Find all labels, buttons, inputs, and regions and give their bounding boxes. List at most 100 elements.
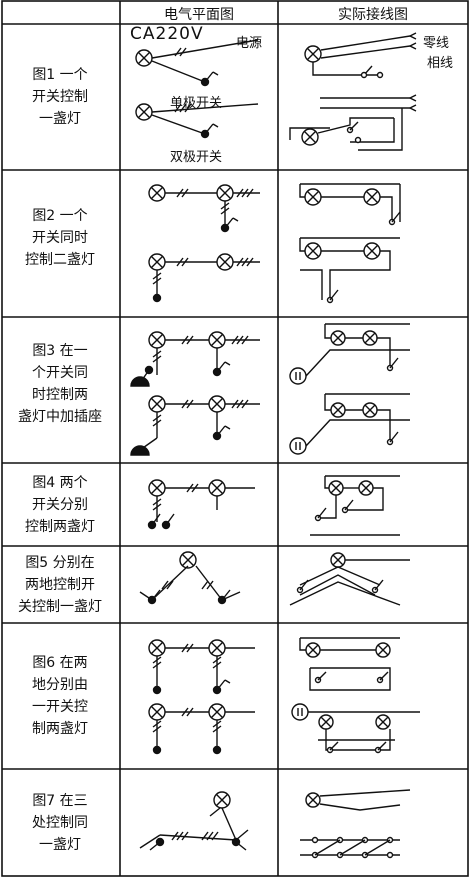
wire-tick [191,483,199,493]
wire-tick [212,725,222,733]
wire [151,39,259,59]
wire-tick [161,580,169,590]
terminal [311,836,319,844]
wire-tick [152,272,162,280]
wire-tick [231,399,239,409]
wire-tick [181,335,189,345]
lamp-cross [210,481,224,495]
row-label-4: 图4 两个 开关分别 控制两盏灯 [25,475,95,535]
wire [195,565,223,601]
lamp-cross [137,105,151,119]
switch-lever [212,71,219,76]
terminal [376,71,384,79]
wire-tick [241,399,249,409]
lamp-cross [360,482,372,494]
lamp-cross [150,481,164,495]
switch-lever [391,211,401,223]
source-label: 电源 [236,36,263,51]
phase-label: 相线 [427,56,454,71]
wire-tick [246,188,254,198]
terminal [360,71,368,79]
row-label-1: 图1 一个 开关控制 一盏灯 [32,67,88,127]
switch-lever [232,217,239,222]
wire-tick [152,498,162,506]
wire [319,803,401,811]
wire-tick [181,831,189,841]
wire-tick [186,399,194,409]
wire-tick [176,188,184,198]
wire [151,565,189,601]
lamp-cross [377,716,389,728]
meter-icon [289,437,307,455]
wire-tick [152,720,162,728]
switch-lever [224,425,231,430]
single-pole-label: 单极开关 [170,96,223,111]
lamp-cross [150,397,164,411]
lamp-cross [320,716,332,728]
wire-tick [201,580,209,590]
wire [319,789,411,797]
lamp-cross [303,130,317,144]
wire-tick [206,831,214,841]
wire-tick [231,335,239,345]
wire [299,566,381,586]
header-wiring: 实际接线图 [338,7,408,23]
switch-lever [379,671,389,681]
lamp-cross [306,190,320,204]
switch-lever [221,589,231,601]
wire [299,184,305,198]
wire-tick [152,355,162,363]
wire-tick [171,831,179,841]
wire-tick [212,661,222,669]
row-label-5: 图5 分别在 两地控制开 关控制一盏灯 [18,555,102,615]
wire-tick [241,335,249,345]
wire-tick [166,580,174,590]
arrow [408,94,417,102]
wire-tick [211,831,219,841]
wire-tick [220,207,230,215]
terminal [386,851,394,859]
wire-tick [179,103,187,113]
wire-tick [176,831,184,841]
lamp-cross [330,482,342,494]
lamp-cross [150,333,164,347]
wire-tick [152,277,162,285]
wire-tick [236,399,244,409]
wire-tick [186,707,194,717]
wire [235,841,247,851]
lamp-cross [215,793,229,807]
wire-tick [212,656,222,664]
wire [350,118,395,143]
lamp-cross [150,186,164,200]
wire-tick [184,103,192,113]
wire [320,45,411,59]
lamp-cross [365,190,379,204]
wire-tick [201,831,209,841]
wire-tick [152,414,162,422]
wire [324,476,329,489]
wire-tick [174,47,182,57]
row-label-2: 图2 一个 开关同时 控制二盏灯 [25,208,95,268]
wire [289,581,401,606]
wire [318,495,337,519]
wire [139,437,158,451]
switch-lever [377,741,387,751]
meter-icon [291,703,309,721]
wire-tick [181,399,189,409]
wire [345,487,384,511]
switch-dot [152,293,162,303]
switch-lever [216,361,226,373]
lamp-cross [210,397,224,411]
wire-tick [152,419,162,427]
switch-lever [165,513,175,526]
wire [312,62,380,76]
lamp-cross [377,644,389,656]
switch-lever [349,121,359,131]
wire-tick [236,188,244,198]
wire-tick [176,257,184,267]
wire-tick [241,188,249,198]
lamp-cross [332,404,344,416]
switch-lever [212,123,219,128]
switch-lever [204,71,214,83]
wire-tick [152,656,162,664]
